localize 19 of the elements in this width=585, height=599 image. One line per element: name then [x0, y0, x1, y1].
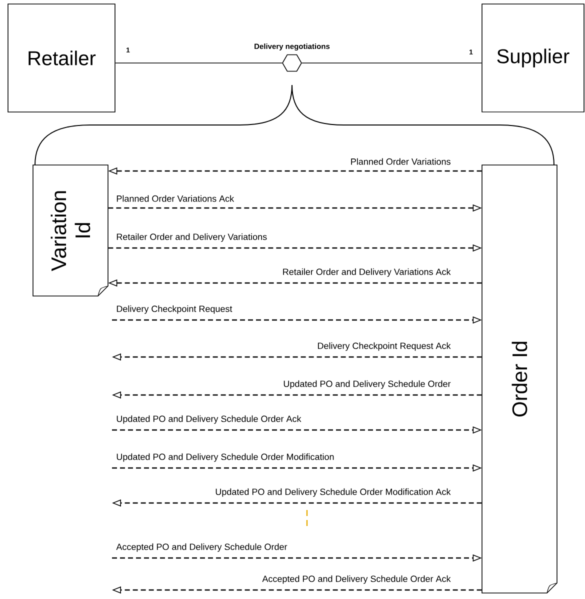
- edge-label: Retailer Order and Delivery Variations Ack: [283, 268, 451, 277]
- edge-label: Delivery Checkpoint Request: [116, 305, 232, 314]
- entity-box: Supplier: [482, 4, 584, 112]
- association-line: [302, 62, 482, 64]
- hexagon-symbol: [282, 54, 302, 72]
- note-box: Variation Id: [32, 164, 108, 296]
- edge-label: Updated PO and Delivery Schedule Order Ack: [116, 415, 302, 424]
- entity-box: Retailer: [8, 4, 116, 112]
- association-line: [115, 62, 282, 64]
- edge-label: Updated PO and Delivery Schedule Order Modification Ack: [216, 488, 451, 497]
- edge-label: Updated PO and Delivery Schedule Order Modification: [116, 453, 334, 462]
- edge-label: Accepted PO and Delivery Schedule Order Ack: [262, 575, 451, 584]
- edge-label: Updated PO and Delivery Schedule Order: [284, 380, 451, 389]
- edge-label: Retailer Order and Delivery Variations: [116, 233, 267, 242]
- edge-label: Accepted PO and Delivery Schedule Order: [116, 543, 288, 552]
- note-box: Order Id: [482, 164, 558, 594]
- edge-label: Planned Order Variations: [351, 158, 450, 165]
- edge-label: Delivery Checkpoint Request Ack: [318, 342, 451, 351]
- edge-label: Planned Order Variations Ack: [116, 195, 234, 202]
